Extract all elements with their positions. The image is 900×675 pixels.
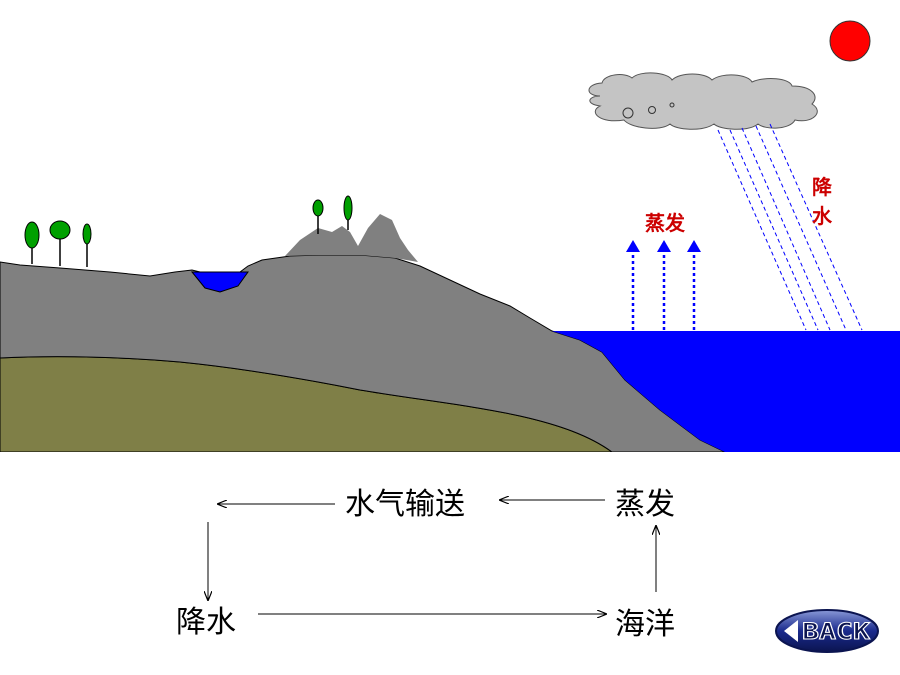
tree <box>312 199 324 234</box>
precipitation-label: 降水 <box>176 605 236 640</box>
transport-label: 水气输送 <box>345 487 465 522</box>
back-button-label: BACK <box>802 620 871 645</box>
scene-precipitation-label-1: 降 <box>812 175 833 199</box>
cloud-icon <box>588 72 818 130</box>
mountain <box>285 214 418 262</box>
tree <box>343 195 353 230</box>
evaporation-arrows <box>626 240 701 330</box>
evaporation-label: 蒸发 <box>615 487 675 522</box>
water-cycle-scene: 蒸发 降 水 <box>0 20 900 452</box>
rain-lines <box>717 123 863 331</box>
lake <box>190 271 249 293</box>
left-triangle-icon <box>784 620 798 642</box>
tree <box>82 223 92 267</box>
back-button[interactable]: BACK <box>774 608 880 654</box>
ocean <box>552 331 900 452</box>
tree <box>24 221 40 264</box>
ocean-label: 海洋 <box>615 607 675 642</box>
tree <box>49 220 71 266</box>
sun-icon <box>829 20 871 62</box>
scene-precipitation-label-2: 水 <box>812 204 833 228</box>
ground-layer <box>0 254 726 452</box>
scene-evaporation-label: 蒸发 <box>645 211 686 235</box>
